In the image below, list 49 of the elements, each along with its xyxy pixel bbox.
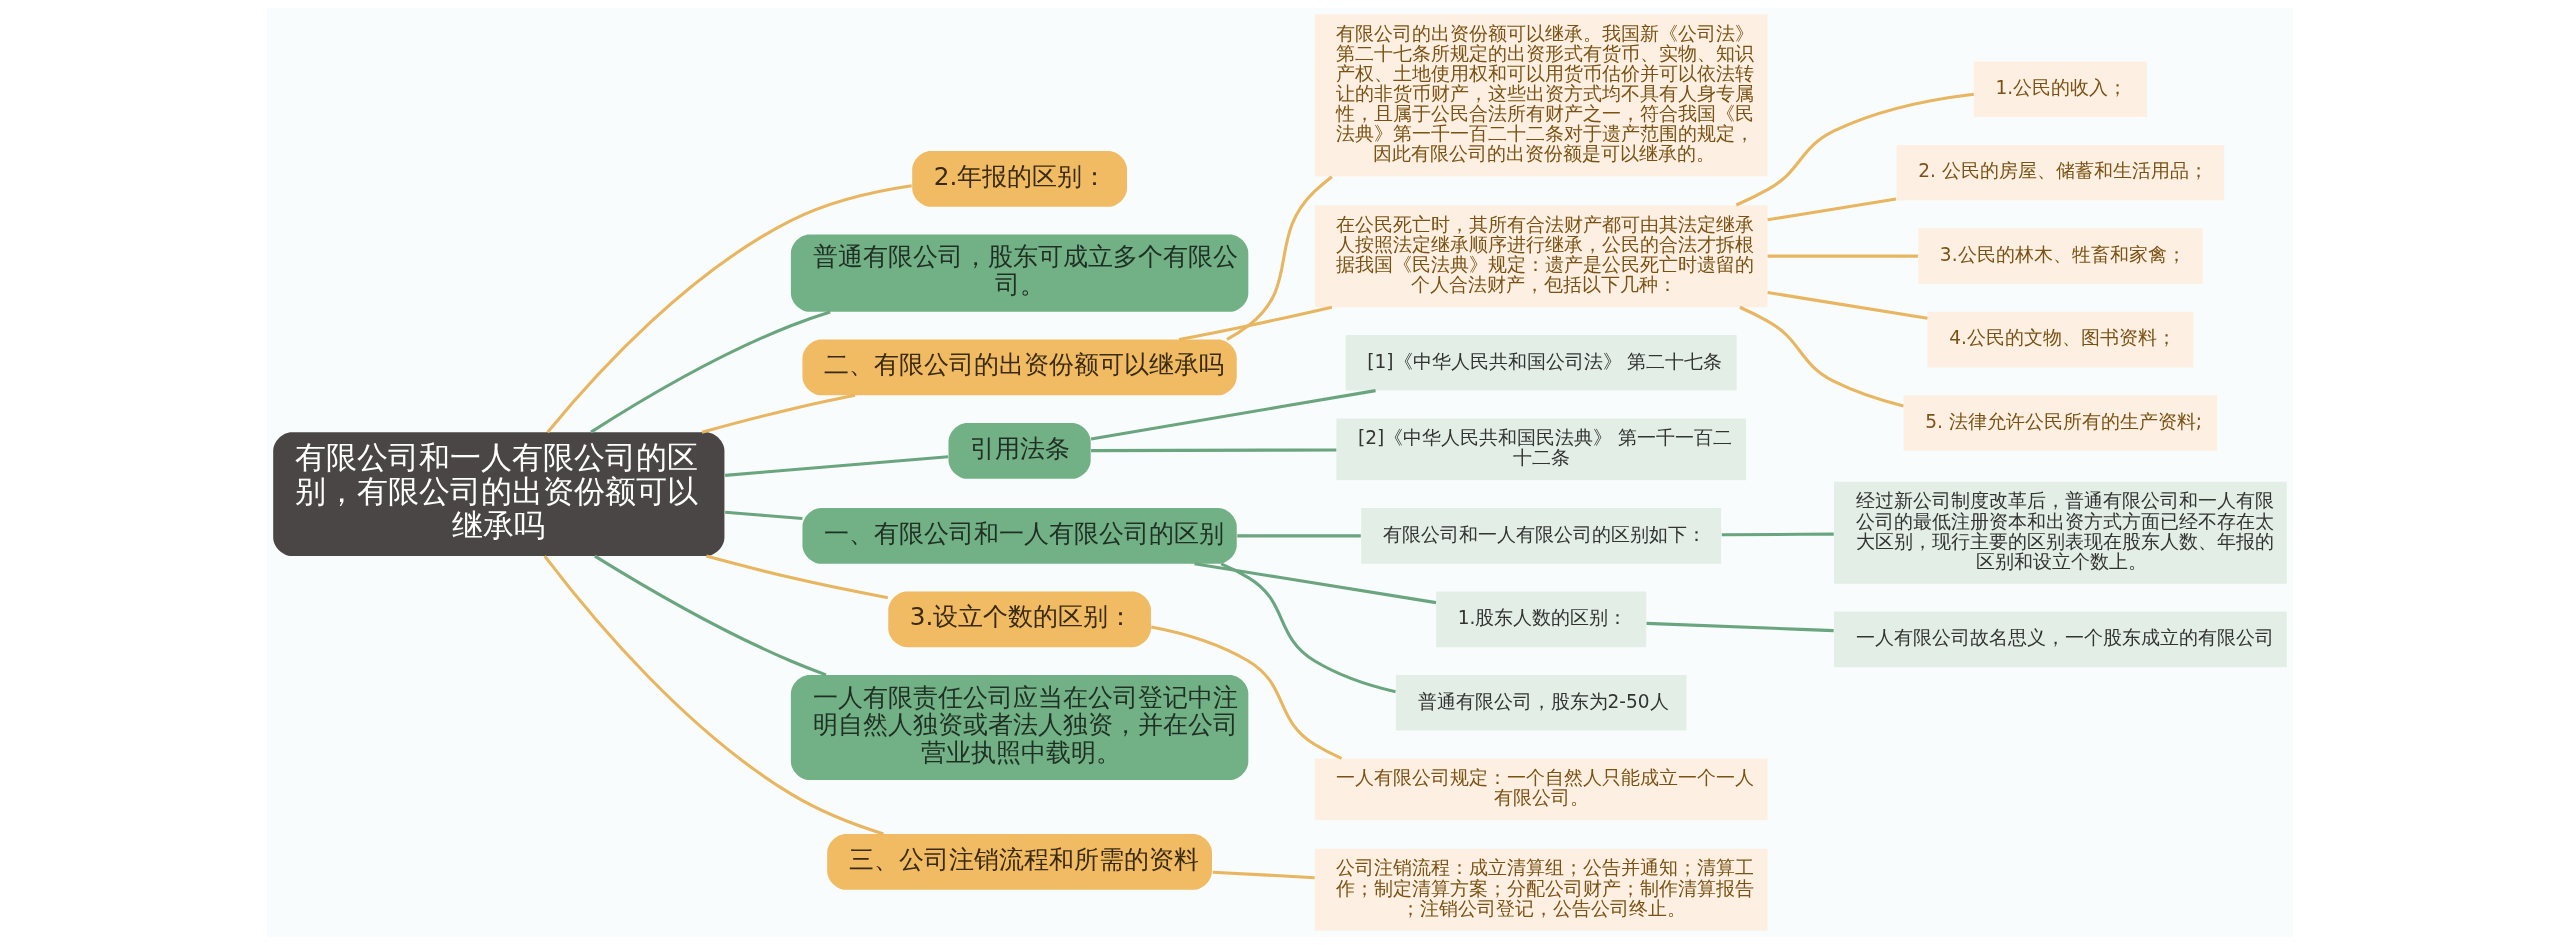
node-box: 2.年报的区别：: [912, 151, 1127, 207]
node-box: 5. 法律允许公民所有的生产资料;: [1903, 395, 2218, 451]
connector: [1178, 305, 1333, 342]
node-box: 引用法条: [948, 423, 1091, 479]
connector: [1194, 562, 1437, 605]
connector: [1721, 532, 1834, 537]
connector: [701, 393, 856, 434]
connector: [725, 455, 949, 477]
node-box: 一人有限公司规定：一个自然人只能成立一个一人有限公司。: [1314, 758, 1768, 821]
node-box: 经过新公司制度改革后，普通有限公司和一人有限公司的最低注册资本和出资方式方面已经不存在太大区别，现行主要的区别表现在股东人数、年报的区别和设立个数上。: [1834, 481, 2287, 584]
node-box: 一、有限公司和一人有限公司的区别: [802, 508, 1237, 564]
connector: [1090, 389, 1376, 441]
connector: [706, 554, 889, 600]
connector: [1767, 254, 1918, 258]
connector: [594, 554, 827, 677]
node-box: 普通有限公司，股东可成立多个有限公司。: [790, 234, 1249, 312]
node-box: 3.公民的林木、牲畜和家禽；: [1918, 228, 2203, 284]
node-box: 有限公司和一人有限公司的区别，有限公司的出资份额可以继承吗: [273, 432, 725, 556]
node-box: 二、有限公司的出资份额可以继承吗: [802, 339, 1237, 396]
connector: [1767, 197, 1897, 222]
node-box: 一人有限责任公司应当在公司登记中注明自然人独资或者法人独资，并在公司营业执照中载明。: [790, 674, 1249, 781]
connector: [543, 555, 884, 836]
node-box: [2]《中华人民共和国民法典》 第一千一百二十二条: [1336, 418, 1746, 481]
connector: [1739, 305, 1904, 408]
node-box: 一人有限公司故名思义，一个股东成立的有限公司: [1834, 611, 2287, 668]
connector: [1150, 625, 1343, 760]
node-box: 有限公司和一人有限公司的区别如下：: [1361, 508, 1722, 564]
node-box: 1.股东人数的区别：: [1436, 591, 1647, 648]
connector: [1091, 448, 1337, 453]
node-box: 有限公司的出资份额可以继承。我国新《公司法》第二十七条所规定的出资形式有货币、实物、知识产权、土地使用权和可以用货币估价并可以依法转让的非货币财产，这些出资方式均不具有人身专属性，且属于公民合法所有财产之一，符合我国《民法典》第一千一百二十二条对于遗产范围的规定，因此有限公司的出资份额是可以继承的。: [1314, 14, 1768, 177]
connector: [1220, 562, 1396, 694]
connector: [725, 510, 803, 521]
connector: [1646, 621, 1834, 633]
node-box: 3.设立个数的区别：: [888, 591, 1151, 648]
connector: [1226, 175, 1333, 341]
node-box: 公司注销流程：成立清算组；公告并通知；清算工作；制定清算方案；分配公司财产；制作清算报告；注销公司登记，公告公司终止。: [1314, 848, 1768, 931]
node-box: 1.公民的收入；: [1973, 61, 2147, 118]
node-box: 普通有限公司，股东为2-50人: [1395, 674, 1687, 731]
connector: [546, 184, 912, 434]
connector: [1212, 870, 1315, 880]
node-box: 在公民死亡时，其所有合法财产都可由其法定继承人按照法定继承顺序进行继承，公民的合法才拆根据我国《民法典》规定：遗产是公民死亡时遗留的个人合法财产，包括以下几种：: [1314, 205, 1768, 308]
connector: [1237, 534, 1361, 538]
connector: [590, 310, 831, 434]
node-box: 4.公民的文物、图书资料；: [1927, 311, 2194, 368]
node-box: 三、公司注销流程和所需的资料: [827, 834, 1212, 890]
connector: [1735, 92, 1974, 207]
node-box: [1]《中华人民共和国公司法》 第二十七条: [1345, 334, 1737, 391]
node-box: 2. 公民的房屋、储蓄和生活用品；: [1896, 144, 2225, 201]
connector: [1767, 291, 1928, 320]
